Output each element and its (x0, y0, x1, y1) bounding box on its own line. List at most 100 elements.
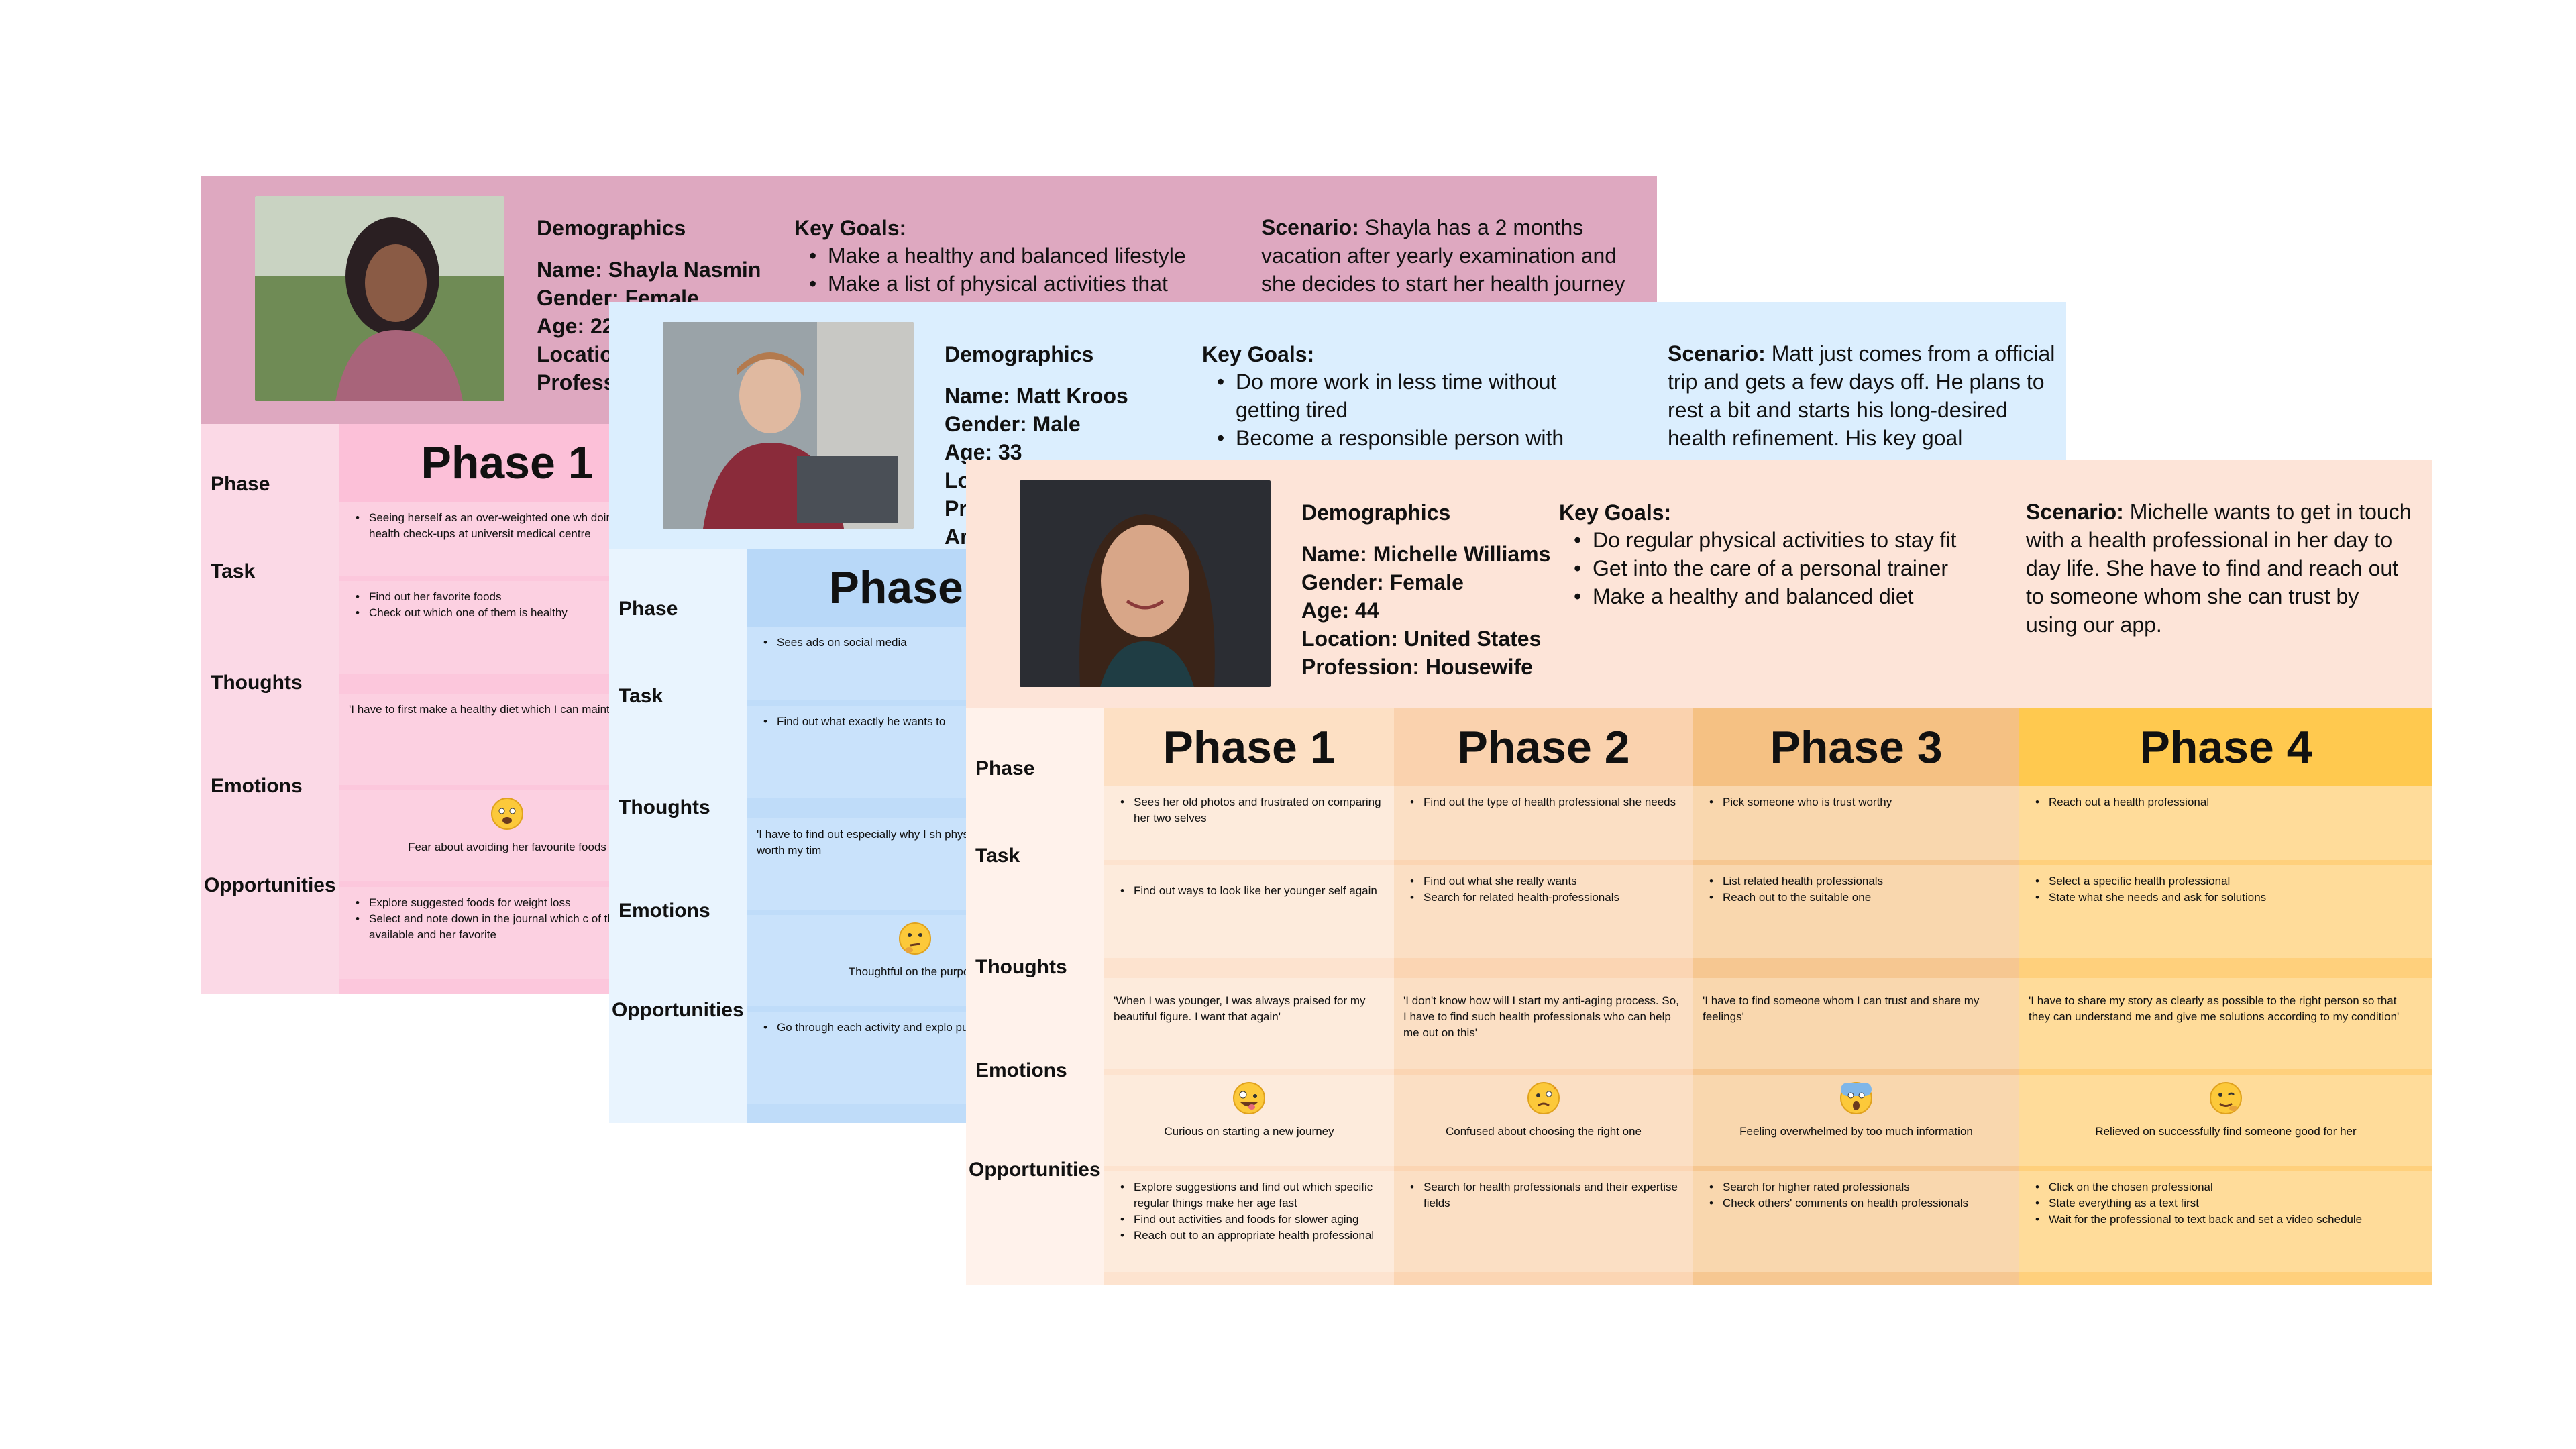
phase-cell: Sees her old photos and frustrated on co… (1104, 786, 1394, 860)
phase-column-1: Phase 1 Sees her old photos and frustrat… (1104, 708, 1394, 1285)
thought-cell: 'I don't know how will I start my anti-a… (1394, 978, 1693, 1069)
opportunity-item: Go through each activity and explo purpo… (763, 1020, 1071, 1036)
phase-column-4: Phase 4 Reach out a health professional … (2019, 708, 2432, 1285)
phase-item: Sees ads on social media (763, 635, 1071, 651)
key-goal: Do regular physical activities to stay f… (1574, 526, 2003, 554)
phase-column-2: Phase 2 Find out the type of health prof… (1394, 708, 1693, 1285)
opportunity-item: Reach out to an appropriate health profe… (1120, 1228, 1382, 1244)
persona-photo-matt (663, 322, 914, 529)
key-goals-title: Key Goals: (1559, 500, 1672, 525)
emotion-text: Feeling overwhelmed by too much informat… (1739, 1125, 1973, 1138)
task-cell: Find out ways to look like her younger s… (1104, 865, 1394, 958)
row-label-opportunities: Opportunities (204, 874, 336, 896)
key-goals-list: Do more work in less time without gettin… (1217, 368, 1579, 480)
key-goals-list: Make a healthy and balanced lifestyle Ma… (809, 241, 1238, 298)
row-labels: Phase Task Thoughts Emotions Opportuniti… (201, 424, 339, 994)
task-item: List related health professionals (1709, 873, 2007, 890)
persona-gender: Gender: Female (1301, 570, 1464, 594)
journey-map-michelle: Demographics Name: Michelle Williams Gen… (966, 460, 2432, 1285)
scenario-label: Scenario: (2026, 500, 2124, 524)
row-label-thoughts: Thoughts (975, 956, 1067, 978)
opportunity-item: State everything as a text first (2035, 1195, 2420, 1212)
row-labels: Phase Task Thoughts Emotions Opportuniti… (966, 708, 1104, 1285)
task-item: Select a specific health professional (2035, 873, 2420, 890)
row-label-task: Task (975, 845, 1020, 867)
opportunity-item: Click on the chosen professional (2035, 1179, 2420, 1195)
row-label-emotions: Emotions (619, 900, 710, 922)
emotion-text: Fear about avoiding her favourite foods (408, 841, 606, 853)
task-cell: Find out what she really wants Search fo… (1394, 865, 1693, 958)
confused-face-icon (1527, 1081, 1560, 1115)
scenario-label: Scenario: (1261, 215, 1359, 239)
opportunity-item: Explore suggested foods for weight loss (356, 895, 663, 911)
emotion-cell: Confused about choosing the right one (1394, 1075, 1693, 1166)
thought-cell: 'When I was younger, I was always praise… (1104, 978, 1394, 1069)
emotion-cell: Relieved on successfully find someone go… (2019, 1075, 2432, 1166)
emotion-text: Curious on starting a new journey (1164, 1125, 1334, 1138)
scenario-label: Scenario: (1668, 341, 1766, 366)
thinking-face-icon (898, 922, 932, 955)
opportunities-cell: Click on the chosen professional State e… (2019, 1171, 2432, 1272)
task-item: Search for related health-professionals (1410, 890, 1681, 906)
phase-title: Phase 4 (2019, 708, 2432, 786)
row-label-emotions: Emotions (211, 775, 303, 797)
persona-name: Name: Shayla Nasmin (537, 258, 761, 282)
opportunity-item: Find out activities and foods for slower… (1120, 1212, 1382, 1228)
thought-cell: 'I have to find someone whom I can trust… (1693, 978, 2019, 1069)
row-label-phase: Phase (211, 473, 270, 495)
scenario-text: Michelle wants to get in touch with a he… (2026, 500, 2412, 637)
row-label-opportunities: Opportunities (612, 999, 744, 1021)
persona-photo-shayla (255, 196, 504, 401)
key-goals-title: Key Goals: (794, 216, 907, 240)
phase-item: Pick someone who is trust worthy (1709, 794, 2007, 810)
task-item: Find out what she really wants (1410, 873, 1681, 890)
phase-item: Reach out a health professional (2035, 794, 2420, 810)
key-goal: Make a healthy and balanced lifestyle (809, 241, 1238, 270)
emotion-cell: Feeling overwhelmed by too much informat… (1693, 1075, 2019, 1166)
demographics-title: Demographics (945, 342, 1094, 366)
scenario-text: Matt just comes from a official trip and… (1668, 341, 2055, 450)
opportunities-cell: Search for higher rated professionals Ch… (1693, 1171, 2019, 1272)
persona-name: Name: Michelle Williams (1301, 542, 1551, 566)
phase-item: Seeing herself as an over-weighted one w… (356, 510, 663, 542)
task-item: Find out ways to look like her younger s… (1120, 883, 1382, 899)
demographics-title: Demographics (537, 216, 686, 240)
key-goals-list: Do regular physical activities to stay f… (1574, 526, 2003, 610)
task-item: Find out her favorite foods (356, 589, 663, 605)
emotion-text: Thoughtful on the purpose (848, 965, 982, 978)
task-item: Check out which one of them is healthy (356, 605, 663, 621)
row-label-opportunities: Opportunities (969, 1159, 1101, 1181)
row-label-task: Task (619, 685, 663, 707)
task-item: Reach out to the suitable one (1709, 890, 2007, 906)
key-goal: Make a list of physical activities that (809, 270, 1238, 298)
opportunity-item: Select and note down in the journal whic… (356, 911, 663, 943)
key-goal: Make a healthy and balanced diet (1574, 582, 2003, 610)
persona-age: Age: 44 (1301, 598, 1379, 623)
opportunities-cell: Explore suggestions and find out which s… (1104, 1171, 1394, 1272)
task-item: State what she needs and ask for solutio… (2035, 890, 2420, 906)
row-label-phase: Phase (619, 598, 678, 620)
task-item: Find out what exactly he wants to (763, 714, 1071, 730)
phase-item: Sees her old photos and frustrated on co… (1120, 794, 1382, 826)
row-label-task: Task (211, 560, 256, 582)
row-labels: Phase Task Thoughts Emotions Opportuniti… (609, 549, 747, 1123)
key-goal: Do more work in less time without gettin… (1217, 368, 1579, 424)
persona-location: Location: United States (1301, 627, 1542, 651)
phase-cell: Reach out a health professional (2019, 786, 2432, 860)
screaming-face-icon (1839, 1081, 1873, 1115)
persona-photo-michelle (1020, 480, 1271, 687)
task-cell: Select a specific health professional St… (2019, 865, 2432, 958)
scenario-text: Shayla has a 2 months vacation after yea… (1261, 215, 1625, 296)
key-goals-title: Key Goals: (1202, 342, 1315, 366)
persona-extra: Ar (945, 525, 969, 549)
opportunities-cell: Search for health professionals and thei… (1394, 1171, 1693, 1272)
emotion-cell: Curious on starting a new journey (1104, 1075, 1394, 1166)
phase-title: Phase 1 (1104, 708, 1394, 786)
opportunity-item: Search for higher rated professionals (1709, 1179, 2007, 1195)
persona-profession: Profession: Housewife (1301, 655, 1533, 679)
emotion-text: Relieved on successfully find someone go… (2095, 1125, 2357, 1138)
demographics-title: Demographics (1301, 500, 1451, 525)
emotion-text: Confused about choosing the right one (1445, 1125, 1642, 1138)
key-goal: Get into the care of a personal trainer (1574, 554, 2003, 582)
opportunity-item: Wait for the professional to text back a… (2035, 1212, 2420, 1228)
